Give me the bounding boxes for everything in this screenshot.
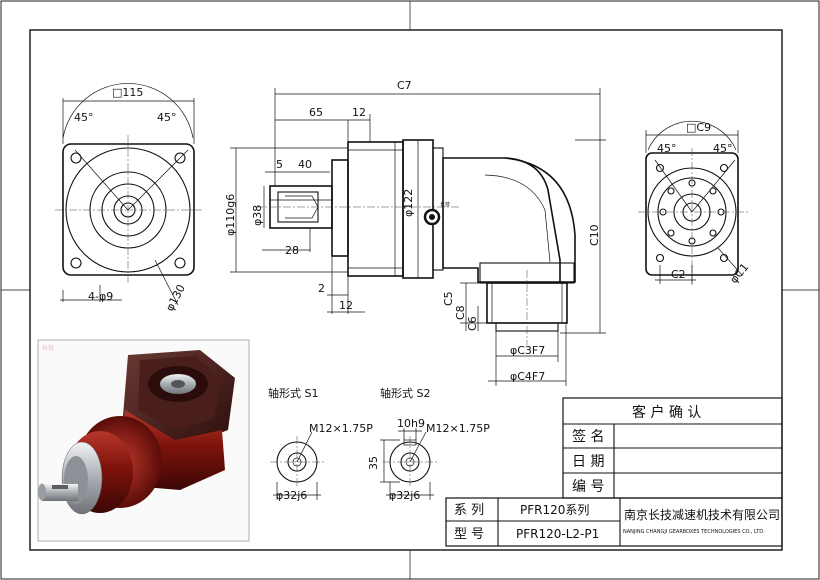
side-d12-bottom: 12 [339,299,353,312]
title-company-en: NANJING CHANGJI GEARBOXES TECHNOLOGIES C… [623,529,765,535]
side-length-dim: C7 [397,79,412,92]
shaft-s1-label: 轴形式 S1 [268,386,318,400]
shaft-s1-dia: φ32j6 [276,489,307,502]
title-code: 编 号 [572,479,604,495]
front-view [55,83,202,306]
right-angle-right: 45° [713,142,733,155]
shaft-s2-label: 轴形式 S2 [380,386,430,400]
title-model-value: PFR120-L2-P1 [516,527,599,541]
side-body-dim: φ122 [402,189,415,217]
side-d28: 28 [285,244,299,257]
side-c4-dim: φC4F7 [510,370,545,383]
side-d40: 40 [298,158,312,171]
photo-watermark: 长技 [42,344,54,352]
shaft-s2-thread: M12×1.75P [426,422,490,435]
title-company-cn: 南京长技减速机技术有限公司 [624,507,780,522]
front-angle-right: 45° [157,111,177,124]
side-d5: 5 [276,158,283,171]
title-confirm: 客 户 确 认 [632,404,701,421]
product-photo: 长技 [37,339,250,542]
side-d12-top: 12 [352,106,366,119]
shaft-styles [270,428,437,500]
title-date: 日 期 [572,454,604,470]
title-block [445,397,783,547]
title-series-label: 系 列 [454,503,484,518]
side-height-dim: C10 [588,224,601,246]
shaft-s2-dia: φ32j6 [389,489,420,502]
side-d2: 2 [318,282,325,295]
side-shaft-dim: φ38 [251,205,264,226]
side-pilot-dim: φ110g6 [224,194,237,236]
right-c2-dim: C2 [671,268,686,281]
title-series-value: PFR120系列 [520,503,589,517]
side-c3-dim: φC3F7 [510,344,545,357]
shaft-s1-thread: M12×1.75P [309,422,373,435]
side-logo-text: 长技 [440,201,450,208]
side-view [230,88,606,386]
right-view [638,120,748,285]
front-square-dim: □115 [112,86,143,99]
side-c8-dim: C8 [454,305,467,320]
right-angle-left: 45° [657,142,677,155]
front-angle-left: 45° [74,111,94,124]
side-c6-dim: C6 [466,316,479,331]
shaft-s2-key: 10h9 [397,417,425,430]
side-d65: 65 [309,106,323,119]
right-square-dim: □C9 [686,121,711,134]
shaft-s2-height: 35 [367,456,380,470]
title-sign: 签 名 [572,428,604,445]
side-c5-dim: C5 [442,291,455,306]
title-model-label: 型 号 [454,527,484,542]
front-holes-dim: 4-φ9 [88,290,113,303]
